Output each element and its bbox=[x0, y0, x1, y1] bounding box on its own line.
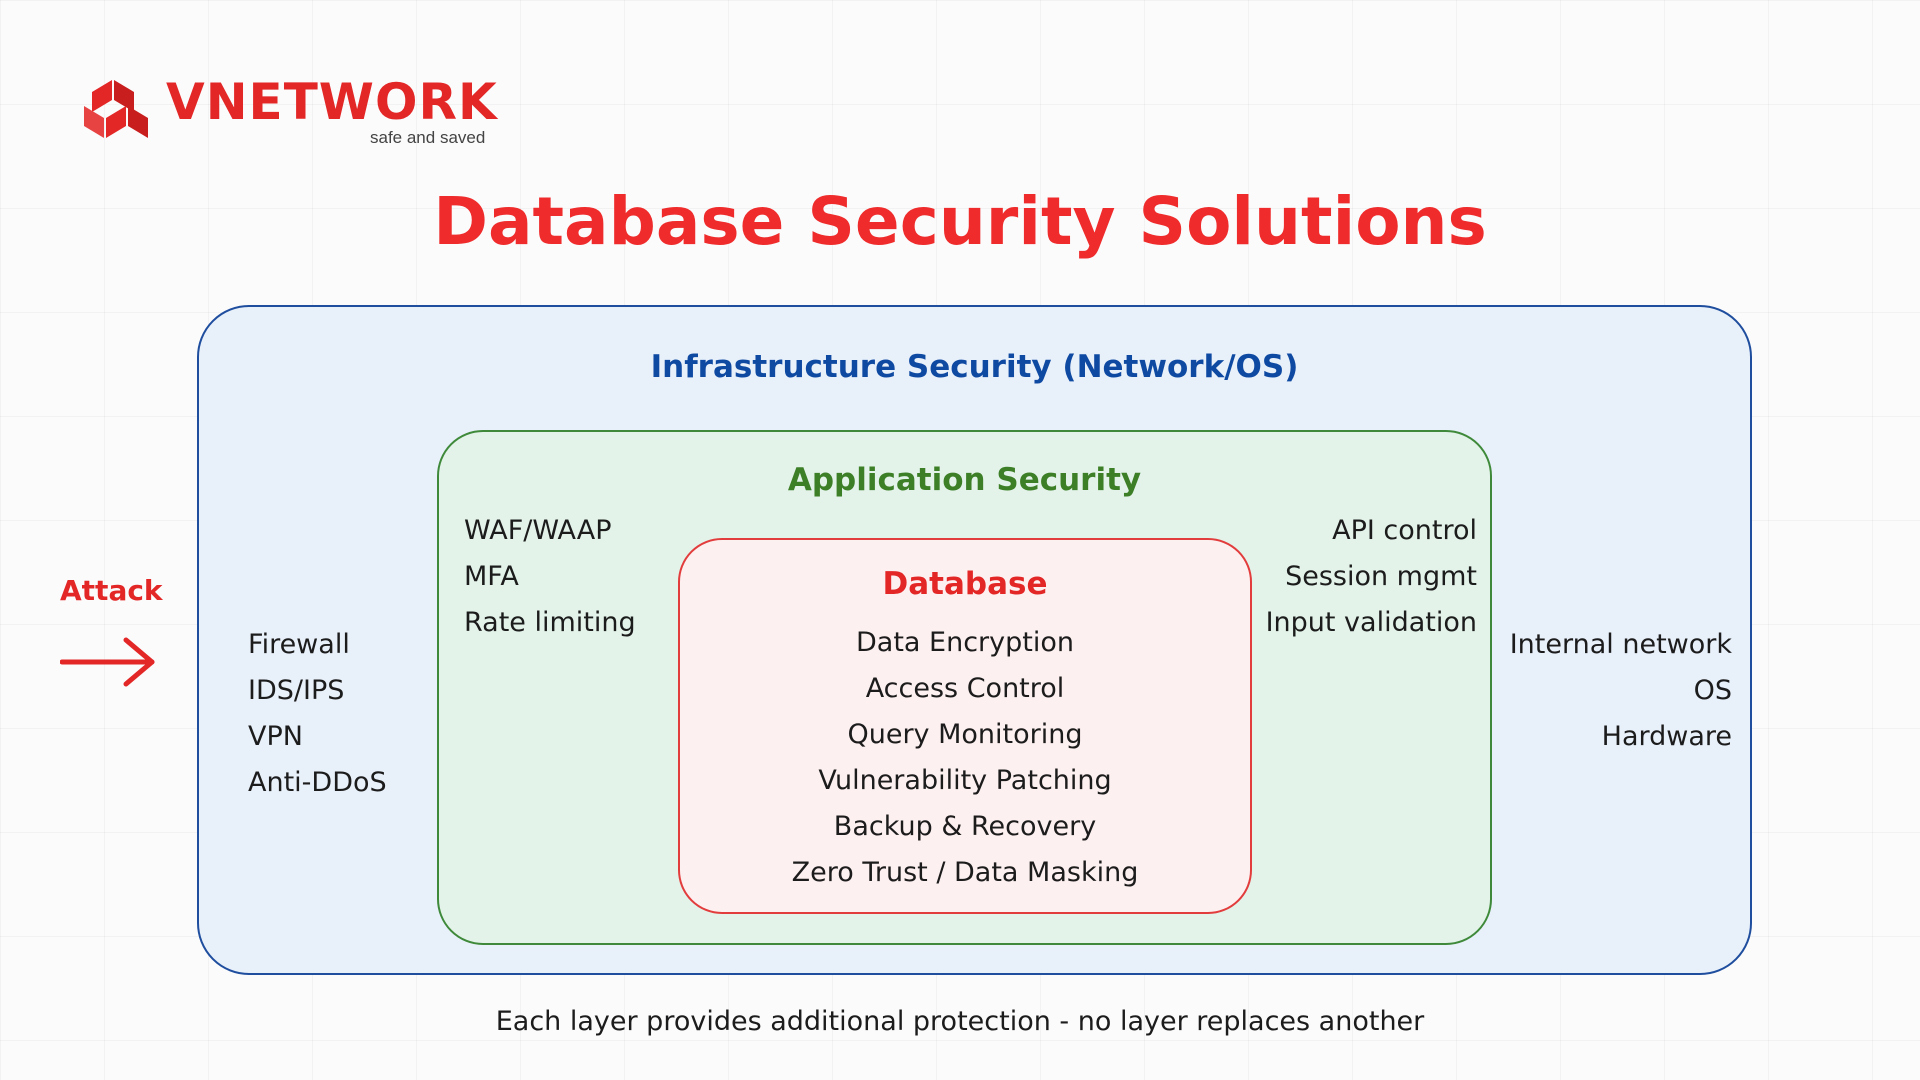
list-item: Rate limiting bbox=[464, 607, 636, 638]
database-list: Data Encryption Access Control Query Mon… bbox=[680, 620, 1250, 896]
list-item: Input validation bbox=[1265, 607, 1477, 638]
list-item: Session mgmt bbox=[1285, 561, 1477, 592]
arrow-right-icon bbox=[60, 637, 155, 687]
brand-logo: VNETWORK safe and saved bbox=[82, 70, 502, 150]
list-item: Hardware bbox=[1601, 721, 1732, 752]
application-right-list: API control Session mgmt Input validatio… bbox=[1266, 508, 1477, 646]
infrastructure-left-list: Firewall IDS/IPS VPN Anti-DDoS bbox=[248, 622, 387, 806]
list-item: Firewall bbox=[248, 629, 350, 660]
application-left-list: WAF/WAAP MFA Rate limiting bbox=[464, 508, 636, 646]
infrastructure-right-list: Internal network OS Hardware bbox=[1510, 622, 1732, 760]
list-item: MFA bbox=[464, 561, 519, 592]
list-item: OS bbox=[1693, 675, 1732, 706]
list-item: Vulnerability Patching bbox=[818, 765, 1112, 796]
list-item: Access Control bbox=[865, 673, 1065, 704]
list-item: WAF/WAAP bbox=[464, 515, 612, 546]
list-item: Data Encryption bbox=[855, 627, 1074, 658]
brand-tagline: safe and saved bbox=[370, 128, 486, 147]
brand-name: VNETWORK bbox=[166, 73, 498, 131]
list-item: Anti-DDoS bbox=[248, 767, 387, 798]
application-security-title: Application Security bbox=[787, 462, 1142, 498]
page-title: Database Security Solutions bbox=[433, 183, 1487, 260]
list-item: Internal network bbox=[1509, 629, 1732, 660]
vnetwork-logo-icon bbox=[84, 80, 148, 138]
database-title: Database bbox=[882, 566, 1048, 602]
attack-label: Attack bbox=[60, 574, 163, 607]
list-item: Zero Trust / Data Masking bbox=[791, 857, 1139, 888]
list-item: Query Monitoring bbox=[847, 719, 1083, 750]
list-item: VPN bbox=[248, 721, 303, 752]
infrastructure-security-title: Infrastructure Security (Network/OS) bbox=[650, 349, 1299, 385]
list-item: IDS/IPS bbox=[248, 675, 345, 706]
footer-note: Each layer provides additional protectio… bbox=[495, 1006, 1425, 1037]
list-item: Backup & Recovery bbox=[833, 811, 1097, 842]
list-item: API control bbox=[1332, 515, 1477, 546]
database-layer: Database Data Encryption Access Control … bbox=[678, 538, 1252, 914]
